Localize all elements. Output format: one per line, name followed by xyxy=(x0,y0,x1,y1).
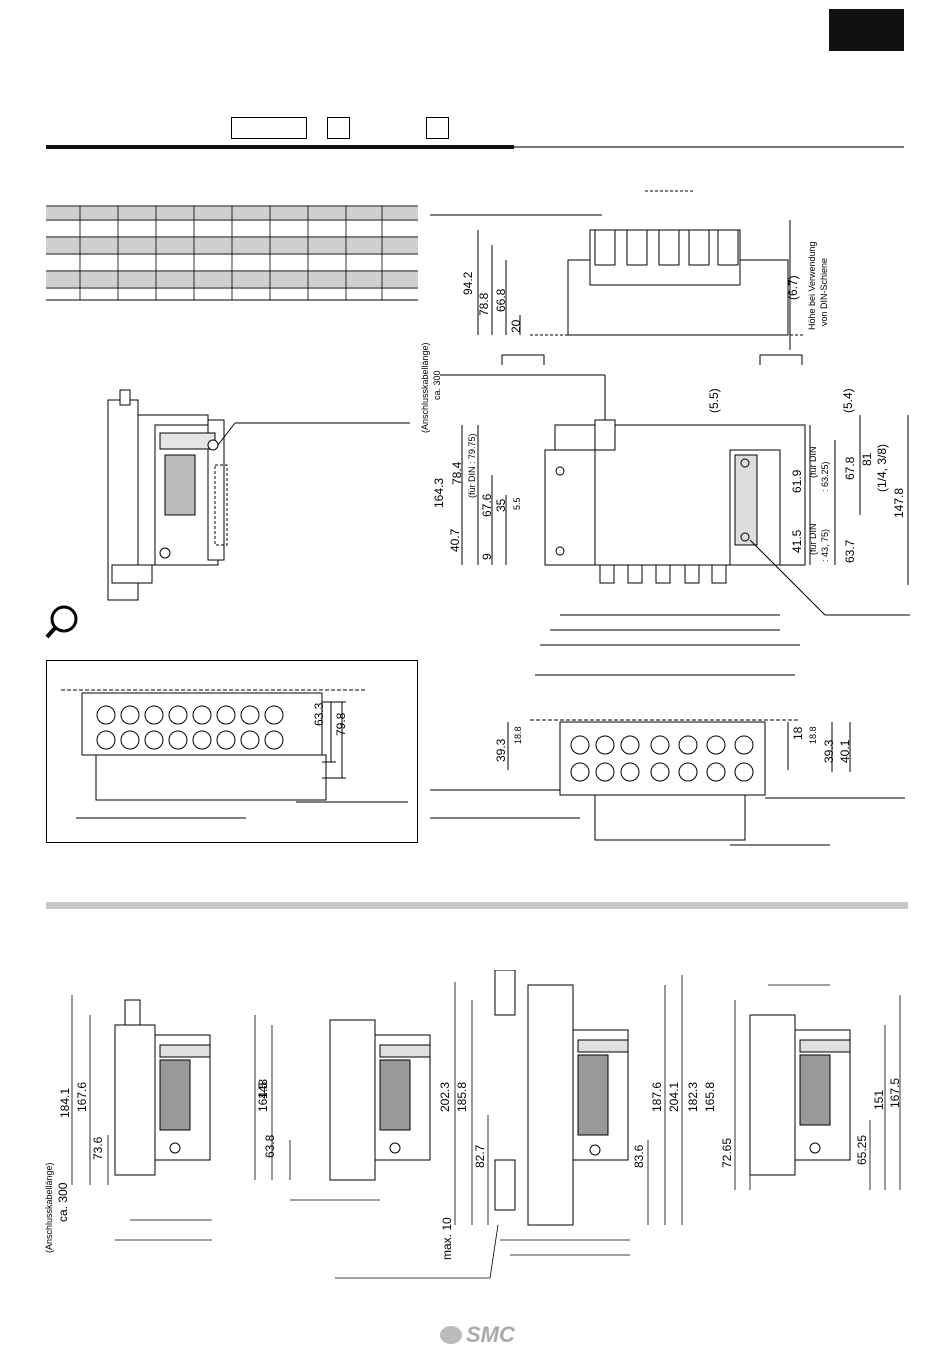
model-box-3 xyxy=(426,117,449,139)
front-dim-67-8: 67.8 xyxy=(843,456,857,480)
v3-dim-185-8: 185.8 xyxy=(455,1081,469,1112)
front-dim-5-4: (5.4) xyxy=(841,388,855,413)
v4-dim-165-8: 165.8 xyxy=(703,1081,717,1112)
front-din-note-r1b: : 63.25) xyxy=(820,461,830,492)
v3-dim-82-7: 82.7 xyxy=(473,1144,487,1168)
front-dim-9: 9 xyxy=(480,553,494,560)
inset-dim-63-3: 63.3 xyxy=(312,702,326,726)
v2-dim-148: 148 xyxy=(256,1078,270,1099)
max10-label: max. 10 xyxy=(440,1217,454,1260)
v3-dim-202-3: 202.3 xyxy=(438,1081,452,1112)
front-din-note-r1a: (für DIN xyxy=(808,446,818,479)
front-dim-5-5-r: (5.5) xyxy=(707,388,721,413)
top-dim-94-2: 94.2 xyxy=(461,271,475,295)
bottom-ca300-label: ca. 300 xyxy=(56,1182,70,1222)
v4-dim-167-5: 167.5 xyxy=(888,1077,902,1108)
front-dim-35: 35 xyxy=(494,498,508,512)
top-dim-20: 20 xyxy=(509,319,523,333)
v3-dim-83-6: 83.6 xyxy=(632,1144,646,1168)
front-view-drawing xyxy=(440,374,910,676)
header-rule-dark xyxy=(46,145,514,149)
side-view-drawing xyxy=(107,389,410,601)
bottom-cable-length-label: (Anschlusskabellänge) xyxy=(44,1162,54,1253)
v3-dim-187-6: 187.6 xyxy=(650,1081,664,1112)
top-view-drawing xyxy=(430,190,805,365)
model-box-2 xyxy=(327,117,350,139)
v2-dim-63-8: 63.8 xyxy=(263,1134,277,1158)
model-box-1 xyxy=(231,117,307,139)
front-dim-quarter: (1/4, 3/8) xyxy=(875,443,889,492)
front-dim-81: 81 xyxy=(860,452,874,466)
v1-dim-184-1: 184.1 xyxy=(58,1087,72,1118)
smc-logo-mark xyxy=(440,1326,462,1344)
v1-dim-73-6: 73.6 xyxy=(91,1136,105,1160)
bottom-views-drawing xyxy=(71,970,901,1279)
v4-dim-72-65: 72.65 xyxy=(720,1137,734,1168)
v3-dim-204-1: 204.1 xyxy=(667,1081,681,1112)
front-din-note-left: (für DIN : 79.75) xyxy=(467,433,477,498)
front-dim-164-3: 164.3 xyxy=(432,477,446,508)
br-dim-39-3-r: 39.3 xyxy=(822,739,836,763)
br-dim-18-8-r: 18.8 xyxy=(808,726,818,744)
top-dim-78-8: 78.8 xyxy=(477,292,491,316)
v4-dim-151: 151 xyxy=(872,1089,886,1110)
magnifier-icon xyxy=(45,605,78,639)
spec-table xyxy=(46,205,418,301)
inset-dim-79-8: 79.8 xyxy=(334,712,348,736)
section-tab xyxy=(829,9,904,51)
br-dim-18-8-l: 18.8 xyxy=(513,726,523,744)
inset-box xyxy=(46,660,418,843)
front-din-note-r2a: (für DIN xyxy=(808,523,818,556)
br-dim-40-1: 40.1 xyxy=(838,739,852,763)
top-dim-66-8: 66.8 xyxy=(494,288,508,312)
v4-dim-182-3: 182.3 xyxy=(686,1081,700,1112)
front-dim-40-7: 40.7 xyxy=(448,528,462,552)
ca300-label: ca. 300 xyxy=(432,370,442,400)
front-dim-41-5: 41.5 xyxy=(790,529,804,553)
smc-logo: SMC xyxy=(440,1322,515,1348)
br-dim-39-3-l: 39.3 xyxy=(494,738,508,762)
front-din-note-r2b: : 43, 75) xyxy=(820,528,830,562)
inset-drawing xyxy=(61,689,408,819)
front-dim-147-8: 147.8 xyxy=(892,487,906,518)
top-dim-6-7: (6.7) xyxy=(786,275,800,300)
v1-dim-167-6: 167.6 xyxy=(75,1081,89,1112)
front-dim-78-4: 78.4 xyxy=(450,461,464,485)
front-dim-67-6: 67.6 xyxy=(480,493,494,517)
smc-logo-text: SMC xyxy=(466,1322,515,1347)
front-dim-63-7: 63.7 xyxy=(843,539,857,563)
front-dim-61-9: 61.9 xyxy=(790,469,804,493)
v4-dim-65-25: 65.25 xyxy=(855,1134,869,1165)
section-separator xyxy=(46,902,908,909)
din-height-label-1: Höhe bei Verwendung xyxy=(807,241,817,330)
bottom-right-view xyxy=(430,719,905,846)
front-dim-5-5: 5.5 xyxy=(512,497,522,510)
cable-length-label: (Anschlusskabellänge) xyxy=(420,342,430,433)
din-height-label-2: von DIN-Schiene xyxy=(819,257,829,326)
header-rule-grey xyxy=(514,146,904,148)
br-dim-18: 18 xyxy=(791,726,805,740)
